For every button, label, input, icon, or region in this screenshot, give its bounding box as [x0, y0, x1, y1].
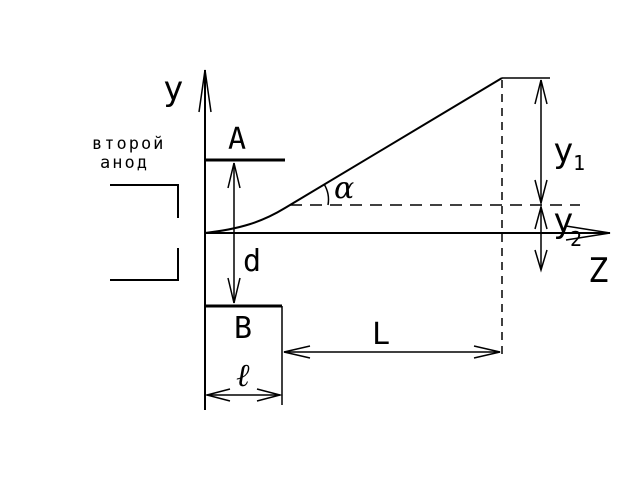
y1-subscript: 1 — [573, 151, 585, 175]
distance-l-label: L — [372, 317, 390, 352]
distance-l-arrow — [283, 345, 501, 359]
y-axis-arrowhead — [198, 69, 212, 113]
second-anode-label-line2: анод — [100, 153, 149, 173]
plate-length-label: ℓ — [236, 356, 250, 394]
y1-y2-dimension — [502, 77, 550, 273]
plate-b-label: B — [234, 311, 252, 346]
axis-y-label: y — [163, 69, 183, 109]
plate-length-arrow — [204, 388, 283, 402]
z-axis-arrowhead — [565, 225, 611, 241]
beam-trajectory — [204, 77, 503, 234]
second-anode-bracket — [110, 184, 179, 281]
gap-d-label: d — [243, 244, 261, 279]
y2-label: y — [553, 201, 573, 241]
plate-a-label: A — [228, 122, 246, 157]
second-anode-label-line1: второй — [92, 134, 165, 154]
gap-d-arrow — [227, 162, 241, 304]
angle-alpha-label: α — [334, 171, 354, 206]
angle-arc — [323, 183, 330, 206]
y1-label: y — [553, 131, 573, 171]
axis-z-label: Z — [588, 251, 608, 291]
y2-subscript: 2 — [570, 227, 582, 251]
